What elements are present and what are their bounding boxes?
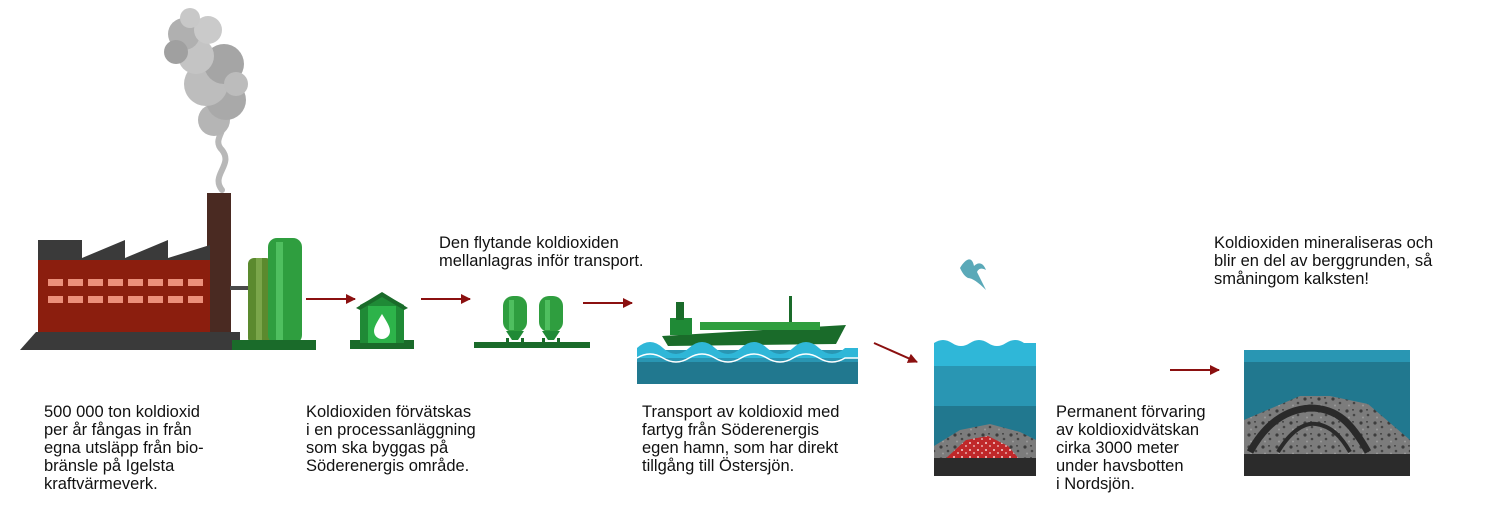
ship-icon [636, 296, 858, 384]
seabed-storage-icon [934, 340, 1036, 476]
flow-arrows [306, 294, 1220, 375]
processing-plant-icon [350, 292, 414, 349]
step-transport-text: Transport av koldioxid med fartyg från S… [642, 403, 840, 475]
seagull-icon [960, 259, 986, 290]
factory-icon [20, 193, 316, 350]
mineralization-icon [1244, 350, 1410, 476]
storage-tanks-icon [474, 296, 590, 348]
step-capture-text: 500 000 ton koldioxid per år fångas in f… [44, 403, 204, 493]
arrow-4 [873, 342, 918, 363]
step-liquefy-text: Koldioxiden förvätskas i en processanläg… [306, 403, 476, 475]
step-intermediate-storage-text: Den flytande koldioxiden mellanlagras in… [439, 234, 644, 270]
step-permanent-storage-text: Permanent förvaring av koldioxidvätskan … [1056, 403, 1206, 493]
step-mineralization-text: Koldioxiden mineraliseras och blir en de… [1214, 234, 1434, 288]
smoke-icon [164, 8, 248, 193]
